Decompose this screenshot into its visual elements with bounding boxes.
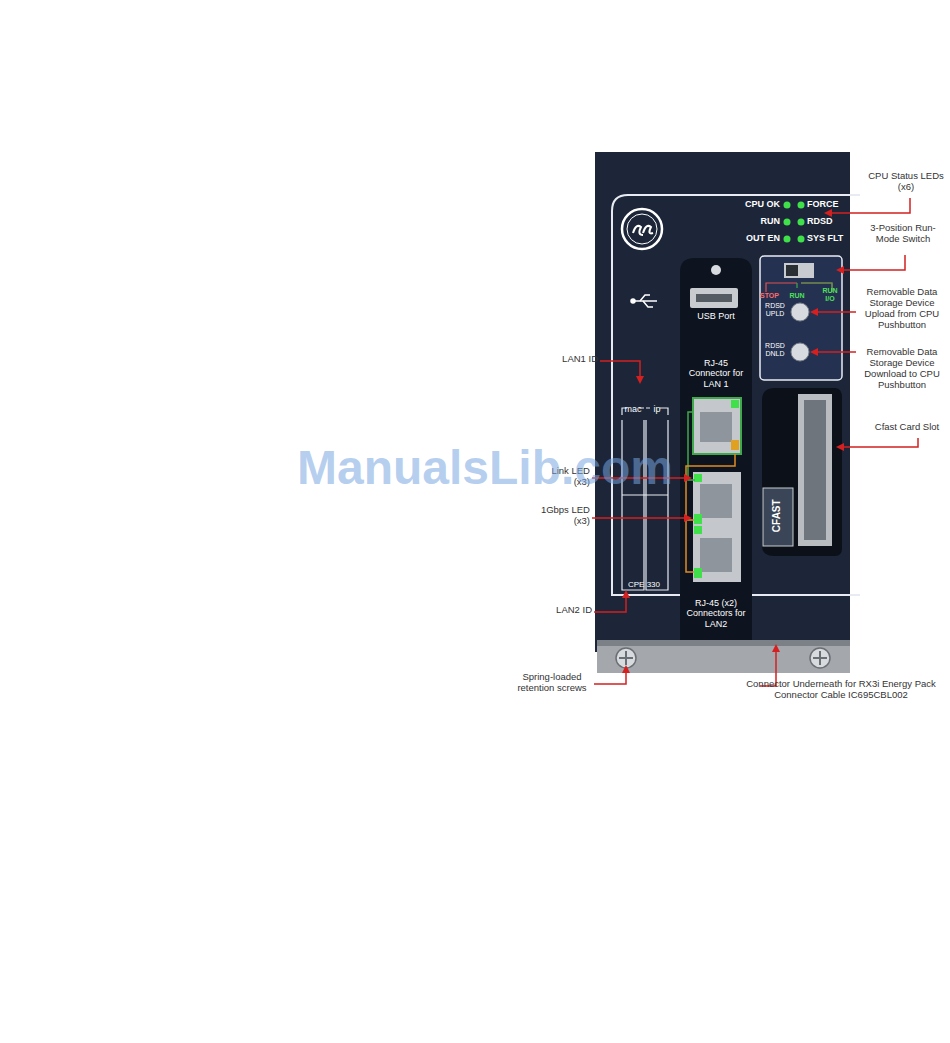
port-recess [680, 258, 752, 640]
link-led [731, 400, 739, 408]
led-label: RUN [720, 216, 780, 226]
lan2-port [693, 472, 741, 582]
switch-position: STOP [760, 292, 778, 300]
callout-text: CPU Status LEDs (x6) [866, 171, 946, 193]
callout-text: Removable Data Storage Device Download t… [858, 347, 946, 391]
guide-line [686, 454, 735, 572]
watermark: ManualsLib.com [250, 440, 720, 495]
callout-text: Spring-loaded retention screws [512, 672, 592, 694]
callout-text: Cfast Card Slot [868, 422, 946, 433]
port-label: RJ-45 Connector for LAN 1 [682, 358, 750, 389]
speed-led [694, 514, 702, 524]
usb-port [696, 294, 732, 302]
usb-icon [631, 295, 657, 307]
run-switch [784, 263, 814, 278]
switch-position: RUN I/O [818, 287, 842, 303]
led-label: FORCE [807, 199, 847, 209]
callout-text: 3-Position Run-Mode Switch [860, 223, 946, 245]
slot-label: CFAST [771, 488, 783, 544]
callout-text: 1Gbps LED (x3) [534, 505, 590, 527]
port-label: RJ-45 (x2) Connectors for LAN2 [676, 598, 756, 629]
cfast-card [798, 394, 832, 546]
model-label: CPE 330 [614, 580, 674, 589]
led-label: SYS FLT [807, 233, 847, 243]
run-switch [786, 265, 798, 276]
download-button [791, 343, 809, 361]
callout-text: Removable Data Storage Device Upload fro… [858, 287, 946, 331]
link-led [694, 474, 702, 482]
retention-screw [619, 651, 633, 665]
bottom-bar [597, 640, 850, 673]
button-label: RDSD UPLD [762, 302, 788, 318]
lan2-port [700, 484, 732, 518]
ge-logo [627, 214, 657, 244]
switch-position: RUN [786, 292, 808, 300]
led-label: OUT EN [720, 233, 780, 243]
bottom-bar [597, 640, 850, 646]
callout-text: LAN1 ID [540, 354, 598, 365]
usb-port [690, 288, 738, 308]
mount-hole [711, 265, 721, 275]
retention-screw [810, 648, 830, 668]
lan1-port [693, 398, 741, 454]
guide-line [688, 412, 695, 480]
cfast-slot [762, 388, 842, 556]
retention-screw [813, 651, 827, 665]
cfast-card [804, 400, 826, 540]
lan2-port [700, 538, 732, 572]
id-label: mac [620, 404, 646, 414]
port-label: USB Port [682, 311, 750, 321]
status-led [784, 202, 805, 243]
cfast-label-plate [763, 488, 793, 546]
callout-text: LAN2 ID [530, 605, 592, 616]
lan1-port [700, 412, 732, 442]
led-label: CPU OK [720, 199, 780, 209]
link-led [694, 526, 702, 534]
ge-logo [633, 226, 653, 235]
switch-bracket [766, 283, 832, 292]
id-slot [622, 408, 668, 590]
led-label: RDSD [807, 216, 847, 226]
speed-led [731, 440, 739, 450]
id-label: ip [646, 404, 668, 414]
upload-button [791, 303, 809, 321]
ge-logo [622, 209, 662, 249]
module-body [595, 152, 850, 652]
speed-led [694, 568, 702, 578]
switch-panel [760, 256, 842, 380]
callout-text: Connector Underneath for RX3i Energy Pac… [736, 679, 946, 701]
button-label: RDSD DNLD [762, 342, 788, 358]
